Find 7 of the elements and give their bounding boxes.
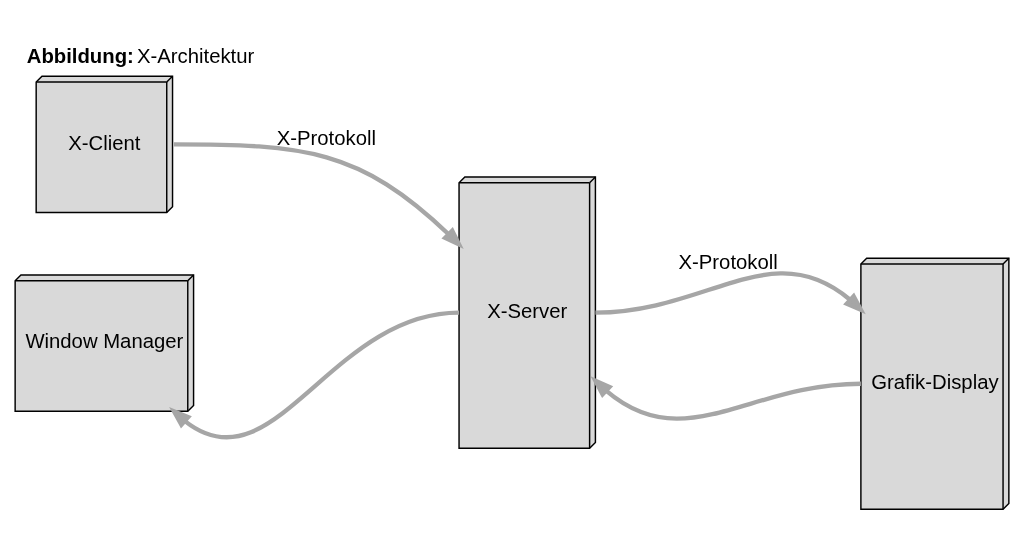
- diagram-title: Abbildung: X-Architektur: [26, 44, 254, 67]
- edge-label: X-Protokoll: [678, 250, 778, 273]
- arrow: [173, 141, 464, 249]
- arrow: [590, 375, 861, 421]
- arrow: [594, 271, 866, 315]
- arrow: [168, 309, 459, 439]
- edge-label: X-Protokoll: [276, 126, 376, 149]
